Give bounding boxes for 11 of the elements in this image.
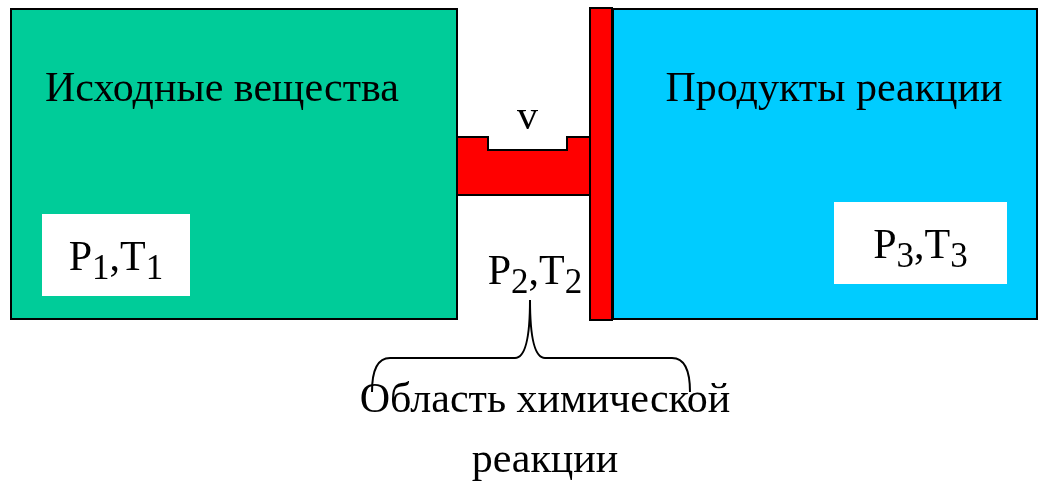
parameter-label: P$_{1}$,T$_{1}$ bbox=[67, 232, 165, 290]
velocity-label: v bbox=[516, 91, 539, 140]
region-box bbox=[612, 8, 1038, 320]
parameter-box bbox=[42, 214, 190, 296]
region-label: Продукты реакции bbox=[664, 63, 1004, 112]
parameter-box bbox=[834, 202, 1007, 284]
parameter-label: P$_{3}$,T$_{3}$ bbox=[872, 220, 969, 278]
region-box bbox=[10, 8, 458, 320]
parameter-label: P$_{2}$,T$_{2}$ bbox=[486, 246, 584, 304]
region-label: Исходные вещества bbox=[44, 63, 400, 112]
region-caption: Область химической реакции bbox=[358, 374, 732, 483]
